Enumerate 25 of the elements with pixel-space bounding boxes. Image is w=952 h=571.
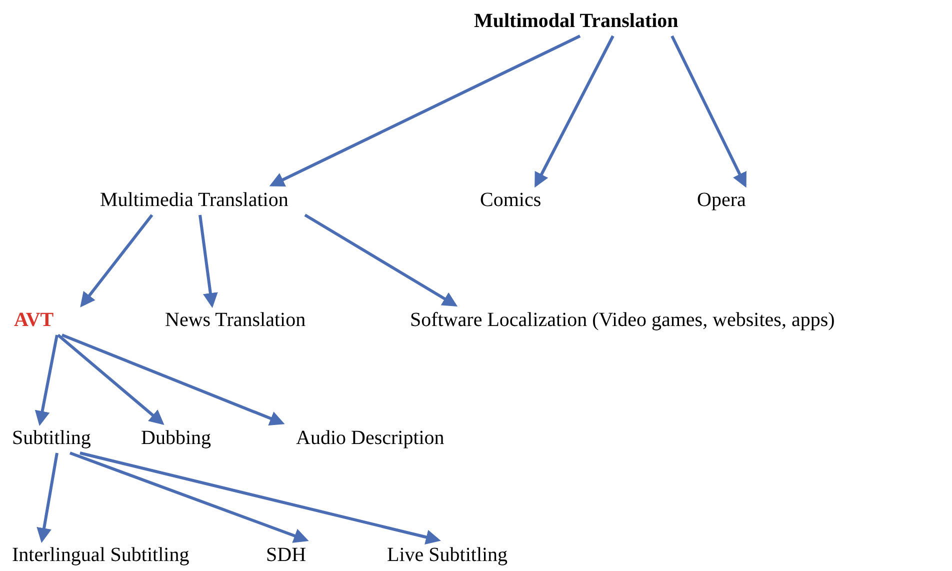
node-label: Opera xyxy=(697,187,746,213)
node-label: Subtitling xyxy=(12,425,91,451)
node-label: Audio Description xyxy=(296,425,444,451)
node-label: AVT xyxy=(14,307,54,333)
arrow xyxy=(69,452,309,543)
node-label: Software Localization (Video games, websites, apps) xyxy=(410,307,835,333)
arrow xyxy=(269,34,581,187)
arrow xyxy=(57,334,164,425)
node-label: Interlingual Subtitling xyxy=(12,542,190,568)
node-label: SDH xyxy=(266,542,306,568)
arrow xyxy=(80,452,441,544)
arrow xyxy=(198,214,218,308)
node-label: Dubbing xyxy=(141,425,211,451)
arrow xyxy=(670,35,746,188)
arrow xyxy=(36,452,58,543)
node-label: Multimedia Translation xyxy=(100,187,288,213)
arrow xyxy=(34,334,58,426)
arrow xyxy=(61,334,285,426)
node-label: Multimodal Translation xyxy=(474,8,678,34)
arrow xyxy=(80,214,154,308)
node-label: Live Subtitling xyxy=(387,542,508,568)
arrow xyxy=(534,35,614,188)
arrow xyxy=(304,214,458,307)
node-label: Comics xyxy=(480,187,542,213)
node-label: News Translation xyxy=(165,307,306,333)
